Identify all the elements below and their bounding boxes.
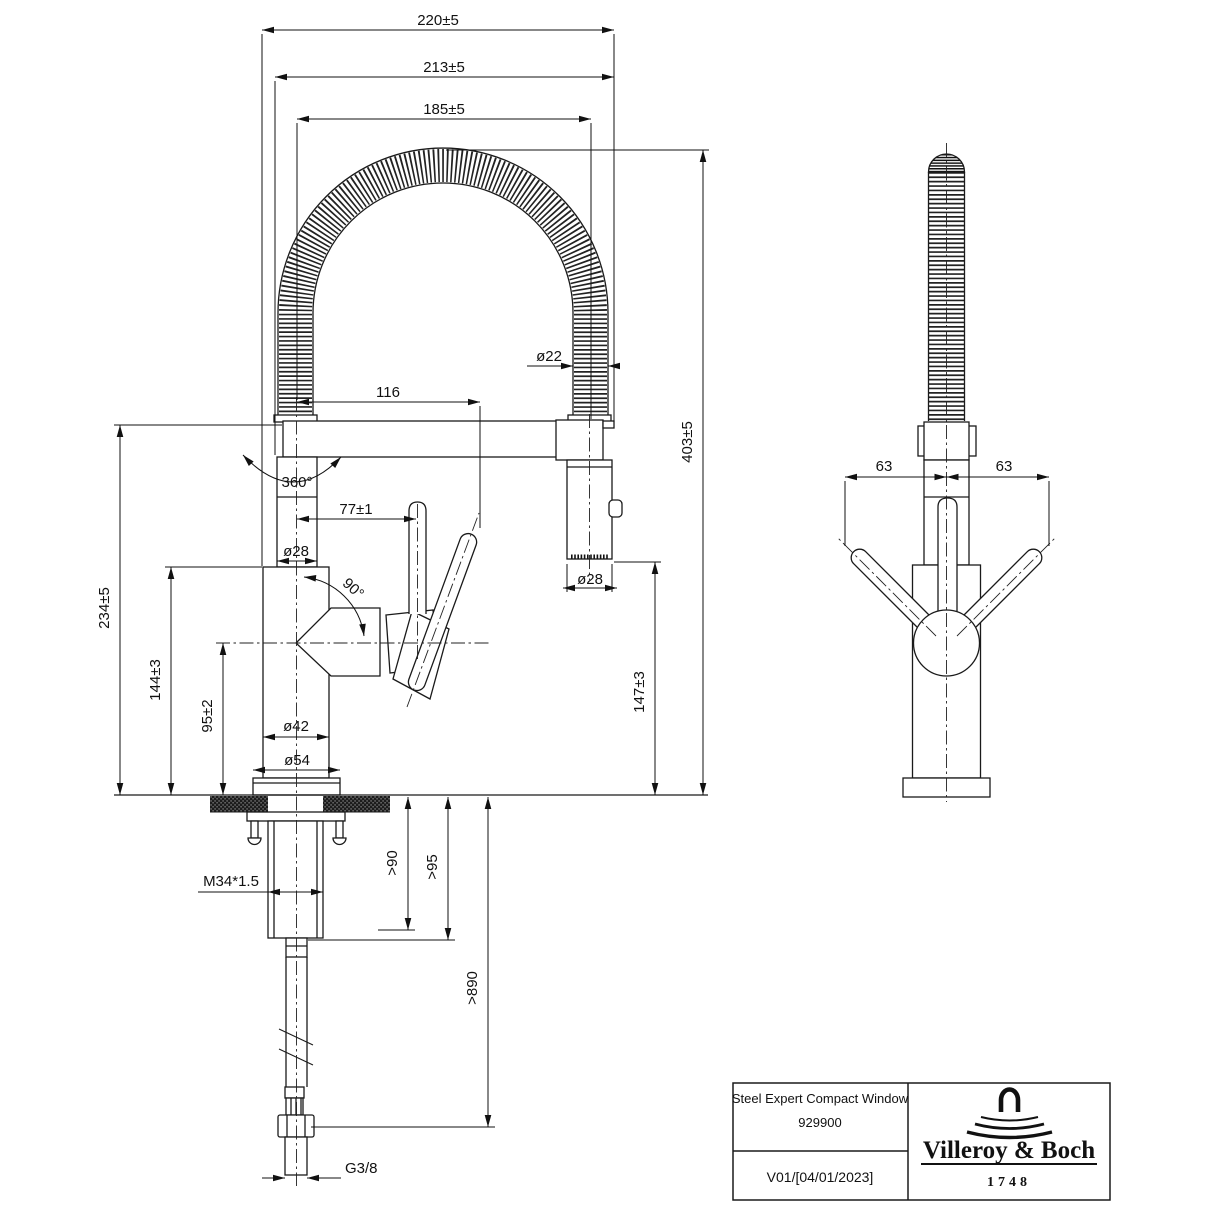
centerlines — [216, 143, 1056, 1186]
hose-nut — [277, 1114, 315, 1138]
dim-hose-length: >890 — [464, 971, 481, 1005]
spray-button — [608, 499, 623, 518]
dim-cartridge-height: 95±2 — [199, 699, 216, 732]
dim-side-left: 63 — [876, 458, 893, 475]
dim-min-clearance-95: >95 — [424, 854, 441, 879]
villeroy-boch-logo-icon — [966, 1087, 1053, 1140]
dimension-lines — [114, 26, 1050, 1182]
dim-lever-swing: 90° — [339, 575, 367, 603]
spout-arm — [282, 420, 566, 458]
dim-total-height: 403±5 — [679, 421, 696, 463]
dim-spray-head-diameter: ø28 — [577, 571, 603, 588]
drawing-version: V01/[04/01/2023] — [767, 1169, 874, 1185]
hose-break-mark — [278, 1028, 314, 1046]
connection-pipe — [284, 1136, 308, 1176]
dim-base-diameter: ø54 — [284, 752, 310, 769]
side-lever-vertical — [937, 497, 958, 638]
mounting-washer — [246, 811, 346, 822]
dim-spray-clearance: 147±3 — [631, 671, 648, 713]
dim-column-diameter: ø28 — [283, 543, 309, 560]
dim-body-diameter: ø42 — [283, 718, 309, 735]
faucet-body — [262, 566, 330, 779]
product-name: Steel Expert Compact Window — [732, 1091, 909, 1106]
threaded-shank — [267, 820, 324, 939]
dim-mounting-thread: M34*1.5 — [203, 873, 259, 890]
dim-overall-width: 220±5 — [417, 12, 459, 29]
mounting-stud-right — [335, 820, 344, 839]
mounting-stud-left — [250, 820, 259, 839]
dim-hose-width: 213±5 — [423, 59, 465, 76]
brand-name: Villeroy & Boch — [923, 1137, 1095, 1164]
dim-supply-connection: G3/8 — [345, 1160, 378, 1177]
dim-lever-offset: 77±1 — [339, 501, 372, 518]
brand-year: 1748 — [987, 1175, 1031, 1190]
title-block: Steel Expert Compact Window 929900 V01/[… — [732, 1082, 1111, 1201]
lever-swing-arc — [303, 575, 366, 637]
countertop-hatch-left — [210, 796, 268, 812]
dim-spout-reach: 116 — [376, 384, 400, 401]
article-number: 929900 — [798, 1115, 841, 1130]
dimension-labels: 220±5 213±5 185±5 ø22 116 360° 77±1 ø28 … — [96, 12, 1012, 1177]
front-view-faucet — [252, 419, 623, 796]
dim-swivel-angle: 360° — [281, 474, 312, 491]
countertop-and-mounting — [114, 794, 708, 1176]
front-view-spring-hose — [273, 147, 612, 423]
dim-spout-height: 234±5 — [96, 587, 113, 629]
countertop-hatch-right — [323, 796, 390, 812]
dim-arc-width: 185±5 — [423, 101, 465, 118]
dim-hose-diameter: ø22 — [536, 348, 562, 365]
dim-side-right: 63 — [996, 458, 1013, 475]
swivel-arc — [242, 454, 342, 483]
dim-body-height: 144±3 — [147, 659, 164, 701]
spray-collar — [555, 419, 604, 461]
dim-min-clearance-90: >90 — [384, 850, 401, 875]
